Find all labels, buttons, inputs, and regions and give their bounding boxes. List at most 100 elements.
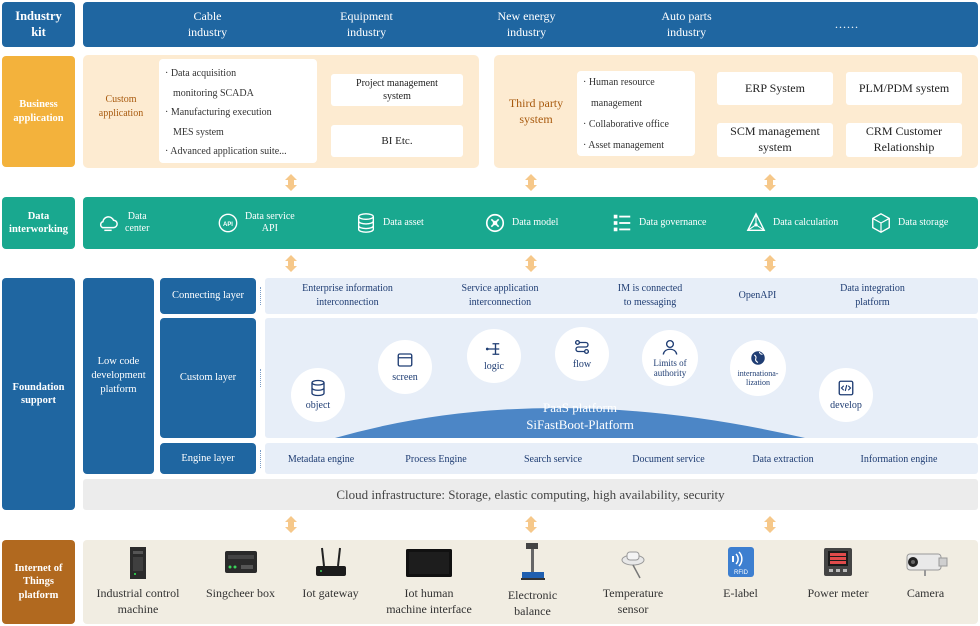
openapi: OpenAPI [738,290,777,301]
bullet-asset-management: · Asset management [583,140,665,151]
device-iot-gateway: Iot gateway [288,546,373,602]
iot-gateway-label: Iot gateway [302,586,359,600]
data-integration-platform: Data integration platform [840,283,905,308]
industrial-control-label: Industrial control machine [96,586,180,616]
bullet-mes: MES system [173,126,224,138]
crm-card: CRM Customer Relationship [846,123,962,157]
governance-icon [613,214,631,232]
logic-icon [485,343,500,355]
circle-screen: screen [378,340,432,394]
storage-icon [872,213,890,233]
sifastboot-platform-title: SiFastBoot-Platform [526,417,634,432]
cloud-icon [99,216,118,232]
device-electronic-balance: Electronic balance [485,542,580,619]
connecting-layer-label: Connecting layer [160,278,256,314]
hmi-icon [406,549,452,577]
database-icon [357,213,375,233]
limits-of-authority-label: Limits of authority [653,357,687,378]
data-calculation-label: Data calculation [773,217,839,228]
api-icon: API [218,213,238,233]
rfid-icon: RFID [727,547,754,577]
device-power-meter: Power meter [788,546,888,602]
object-label: object [305,400,331,411]
screen-icon [397,353,413,367]
search-service: Search service [523,454,583,465]
arrow-up-down-icon [285,255,297,272]
electronic-balance-label: Electronic balance [507,588,558,618]
third-party-list: · Human resource management · Collaborat… [577,71,695,156]
data-interworking-label: Data interworking [2,197,75,249]
data-governance-item: Data governance [611,208,706,238]
device-iot-hmi: Iot human machine interface [373,548,485,617]
industry-equipment: Equipment industry [340,8,393,39]
globe-icon [751,350,765,365]
flow-label: flow [572,359,592,370]
rfid-badge: RFID [734,570,749,576]
bullet-data-acquisition: · Data acquisition [165,68,237,79]
industry-kit-label: Industry kit [2,2,75,47]
power-meter-label: Power meter [807,586,869,600]
iot-devices-panel: Industrial control machine Singcheer box… [83,540,978,624]
connecting-divider [260,287,261,305]
arrow-up-down-icon [525,516,537,533]
process-engine: Process Engine [405,454,467,465]
model-icon [485,213,505,233]
data-storage-label: Data storage [898,217,949,228]
bullet-management: management [591,98,643,109]
engine-divider [260,450,261,468]
data-center-item: Data center [97,208,149,238]
arrow-up-down-icon [764,516,776,533]
bi-card: BI Etc. [331,125,463,157]
e-label-label: E-label [723,586,758,600]
custom-application-list: · Data acquisition monitoring SCADA · Ma… [159,59,317,163]
custom-layer-label: Custom layer [160,318,256,438]
singcheer-box-label: Singcheer box [206,586,275,600]
iot-hmi-label: Iot human machine interface [386,586,472,616]
iot-platform-label: Internet of Things platform [2,540,75,624]
information-engine: Information engine [860,454,938,465]
code-icon [838,380,854,396]
industry-cable: Cable industry [187,8,228,39]
device-camera: Camera [883,548,968,602]
arrow-up-down-icon [285,174,297,191]
circle-flow: flow [555,327,609,381]
gateway-icon [315,547,346,576]
scm-card: SCM management system [717,123,833,157]
arrow-up-down-icon [525,174,537,191]
industry-more: …… [834,16,859,31]
arrow-up-down-icon [764,174,776,191]
service-interconnection: Service application interconnection [461,283,539,308]
circle-internationalization: internationa- lization [730,340,786,396]
circle-limits-of-authority: Limits of authority [642,330,698,386]
industry-auto-parts: Auto parts industry [661,8,712,39]
camera-icon [906,553,947,576]
calculation-icon [746,212,766,232]
engine-layer-panel: Metadata engine Process Engine Search se… [265,443,978,474]
third-party-panel: Third party system · Human resource mana… [494,55,978,168]
user-icon [662,339,678,355]
metadata-engine: Metadata engine [287,454,355,465]
data-asset-label: Data asset [383,217,424,228]
bullet-scada: monitoring SCADA [173,87,254,99]
engine-layer-label: Engine layer [160,443,256,474]
bullet-manufacturing: · Manufacturing execution [165,107,272,118]
data-storage-item: Data storage [870,208,948,238]
temperature-sensor-label: Temperature sensor [602,586,664,616]
enterprise-interconnection: Enterprise information interconnection [302,283,393,308]
paas-platform-title: PaaS platform [542,400,617,415]
circle-object: object [291,368,345,422]
project-management-card: Project management system [331,74,463,106]
bullet-human-resource: · Human resource [583,77,655,88]
data-governance-label: Data governance [639,217,707,228]
low-code-platform-label: Low code development platform [83,278,154,474]
data-model-label: Data model [512,217,559,228]
device-temperature-sensor: Temperature sensor [580,546,686,617]
data-extraction: Data extraction [752,454,814,465]
industry-bar: Cable industry Equipment industry New en… [83,2,978,47]
bullet-advanced-suite: · Advanced application suite... [165,146,287,157]
cloud-infrastructure-bar: Cloud infrastructure: Storage, elastic c… [83,479,978,510]
camera-label: Camera [906,586,945,600]
svg-text:API: API [223,222,233,228]
arrow-up-down-icon [525,255,537,272]
balance-icon [520,543,545,580]
